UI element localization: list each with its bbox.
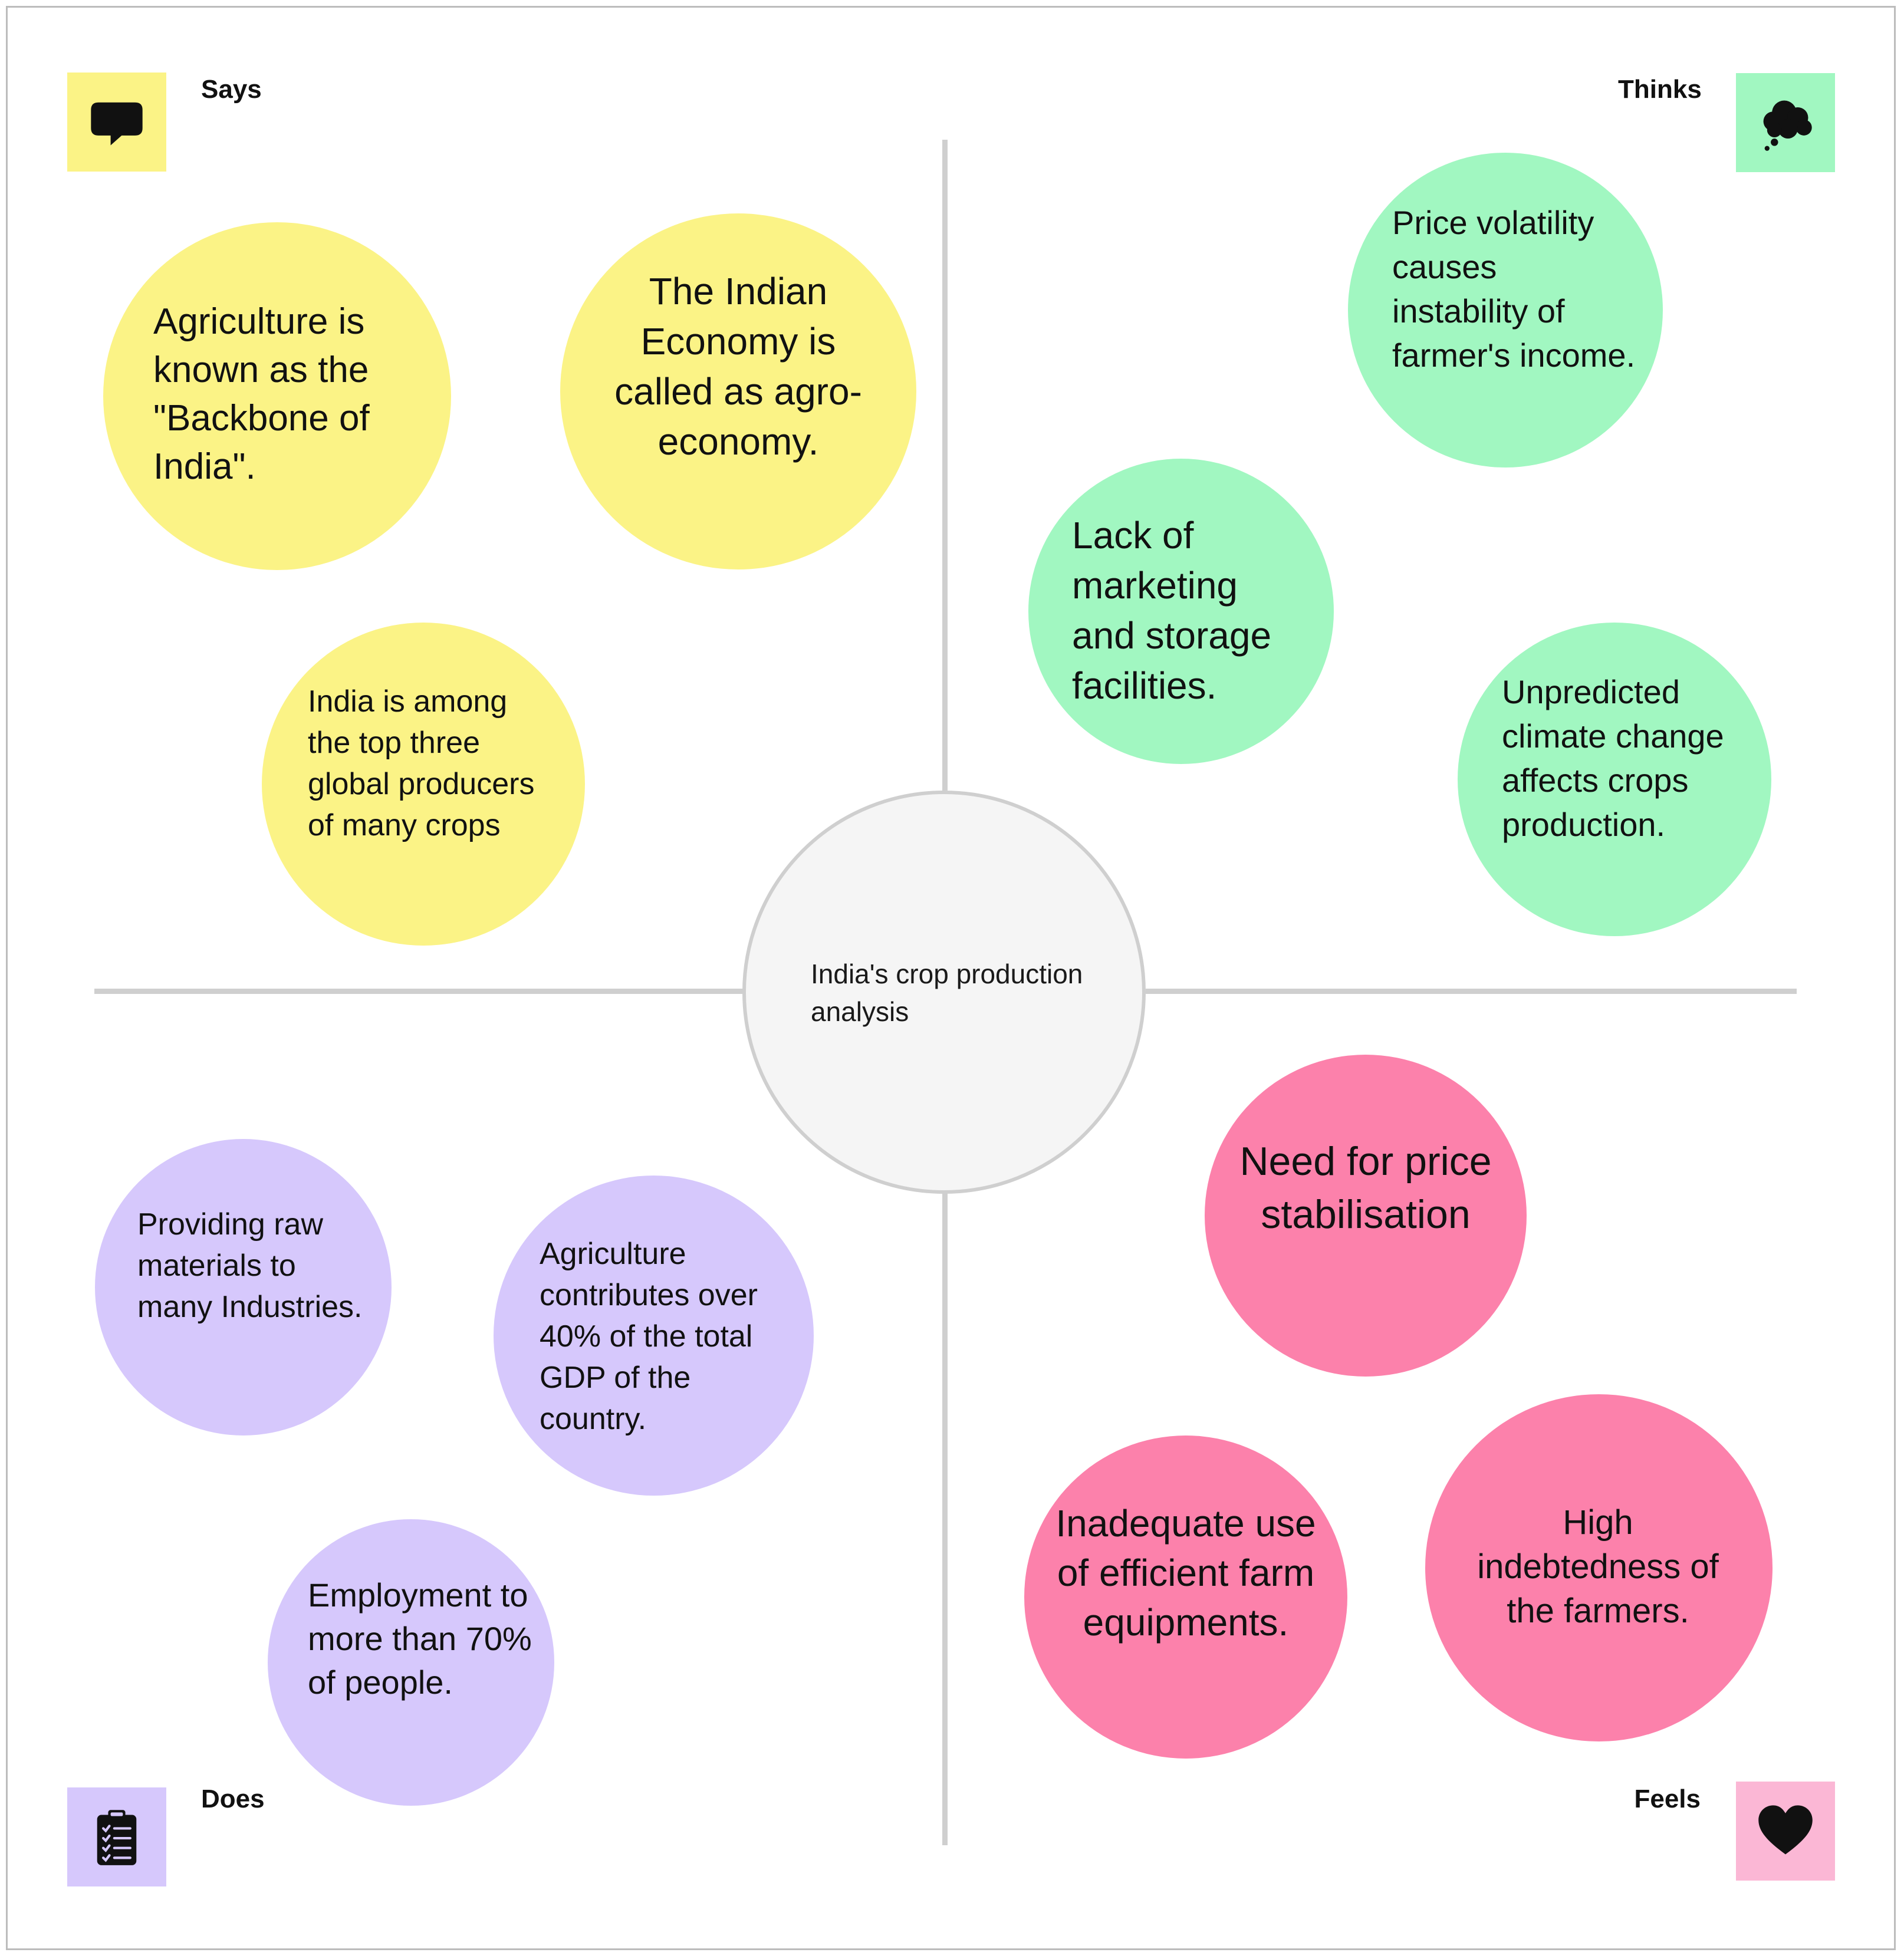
vertical-axis-bottom — [942, 1193, 948, 1845]
canvas-frame — [6, 6, 1896, 1950]
feels-note: Need for price stabilisation — [1239, 1139, 1492, 1237]
says-note: The Indian Economy is called as agro-eco… — [614, 270, 862, 463]
center-circle — [742, 791, 1146, 1194]
says-tile — [67, 73, 166, 172]
clipboard-checklist-icon — [97, 1810, 137, 1865]
thinks-note-circle — [1458, 623, 1771, 936]
does-note: Providing raw materials to many Industri… — [137, 1207, 363, 1324]
horizontal-axis-left — [94, 989, 744, 994]
center-topic: India's crop production analysis — [811, 959, 1083, 1027]
says-label: Says — [201, 75, 262, 104]
vertical-axis-top — [942, 140, 948, 791]
feels-note-circle — [1205, 1055, 1527, 1377]
says-note: India is among the top three global prod… — [308, 684, 535, 842]
feels-label: Feels — [1634, 1784, 1701, 1813]
thought-cloud-icon — [1763, 100, 1812, 151]
speech-bubble-icon — [91, 102, 143, 146]
feels-note: High indebtedness of the farmers. — [1477, 1503, 1719, 1630]
feels-note-circle — [1024, 1435, 1347, 1759]
thinks-tile — [1736, 73, 1835, 172]
feels-note-circle — [1425, 1394, 1773, 1741]
does-note: Agriculture contributes over 40% of the … — [540, 1237, 758, 1436]
feels-note: Inadequate use of efficient farm equipme… — [1055, 1502, 1316, 1644]
does-note-circle — [494, 1176, 814, 1496]
thinks-label: Thinks — [1618, 75, 1702, 104]
heart-icon — [1758, 1805, 1813, 1855]
feels-tile — [1736, 1782, 1835, 1881]
horizontal-axis-right — [1146, 989, 1797, 994]
does-label: Does — [201, 1784, 265, 1813]
thinks-note: Unpredicted climate change affects crops… — [1502, 673, 1724, 843]
thinks-note-circle — [1348, 153, 1663, 467]
says-note-circle — [262, 623, 585, 946]
says-note: Agriculture is known as the "Backbone of… — [153, 301, 370, 487]
does-note-circle — [268, 1519, 554, 1806]
does-note: Employment to more than 70% of people. — [308, 1576, 532, 1701]
thinks-note: Price volatility causes instability of f… — [1392, 204, 1636, 374]
thinks-note-circle — [1028, 459, 1334, 764]
does-tile — [67, 1787, 166, 1886]
thinks-note: Lack of marketing and storage facilities… — [1072, 514, 1272, 707]
says-note-circle — [103, 222, 451, 570]
says-note-circle — [560, 213, 916, 569]
does-note-circle — [95, 1139, 392, 1435]
